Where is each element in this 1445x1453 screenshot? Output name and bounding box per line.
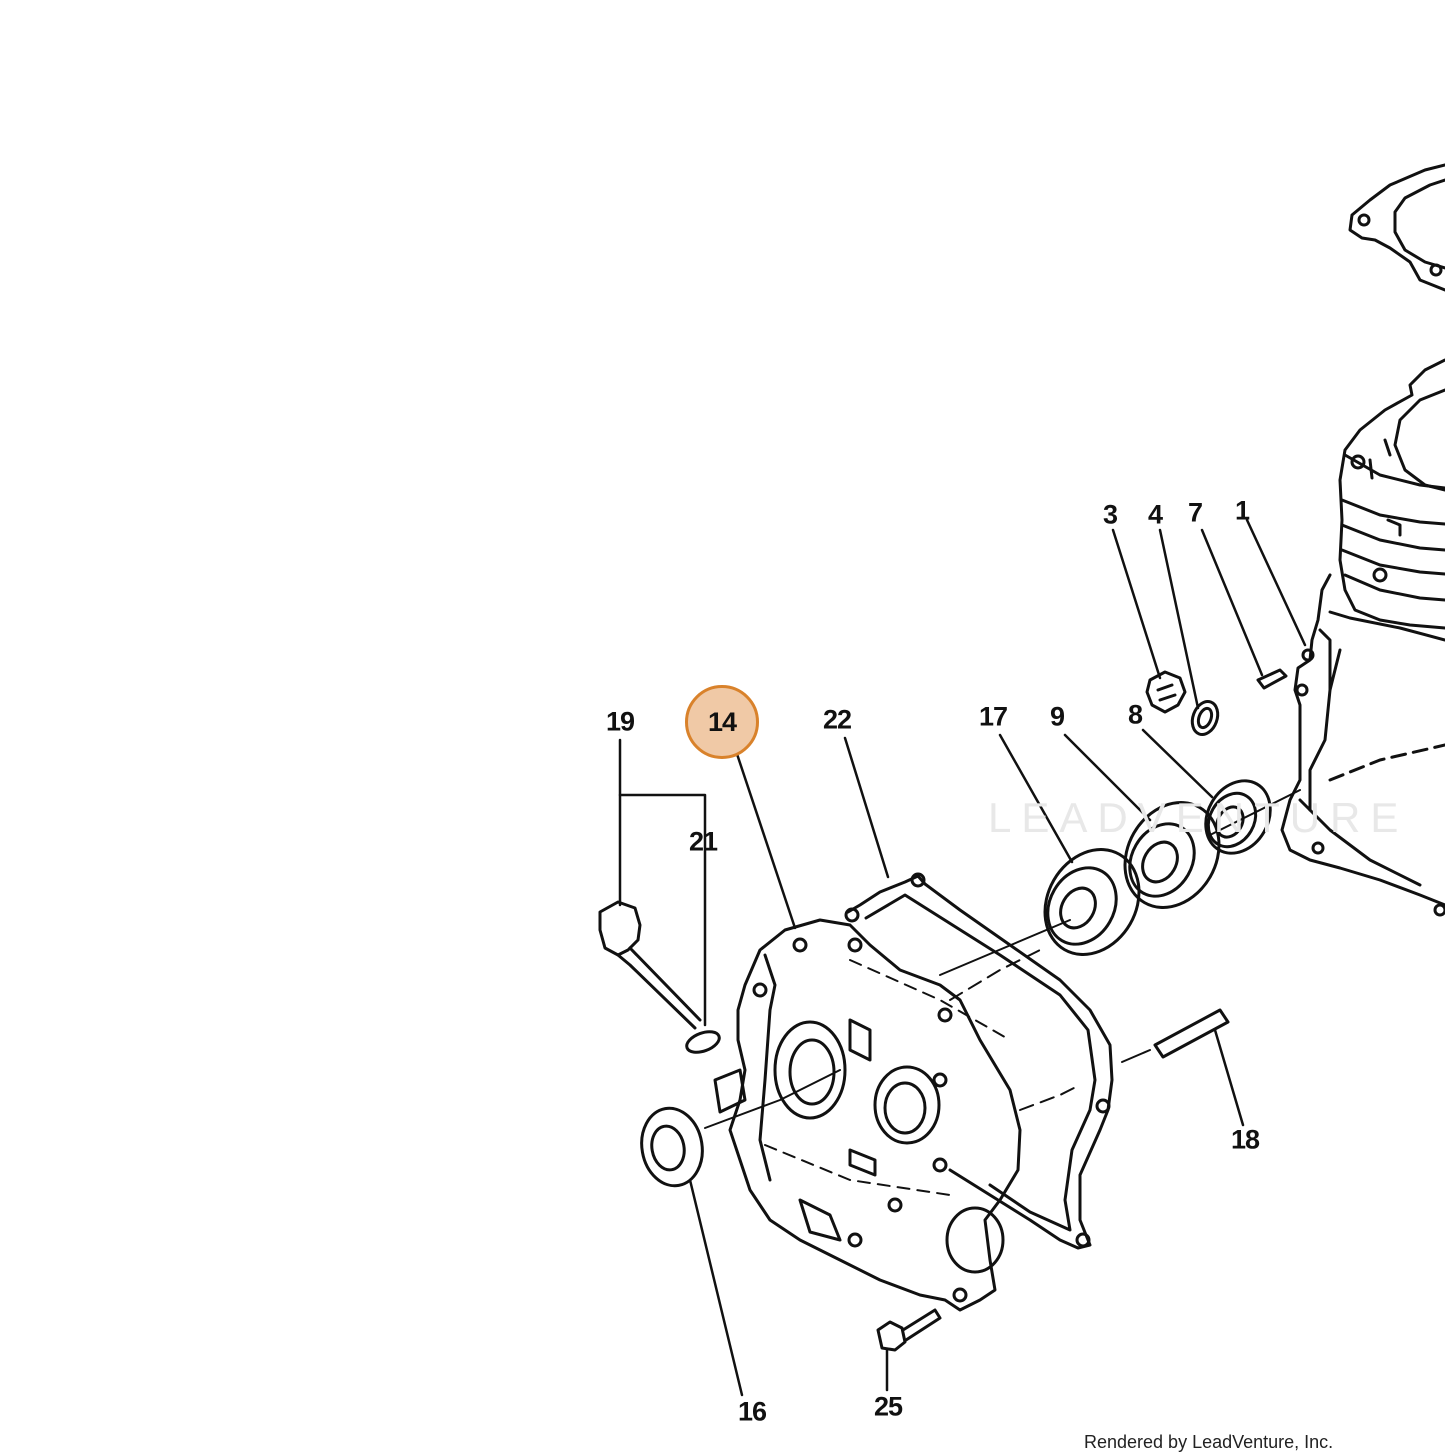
- callout-18[interactable]: 18: [1230, 1124, 1260, 1155]
- gasket-22: [844, 872, 1114, 1250]
- plug-washer: [1190, 700, 1220, 736]
- crankcase: [1280, 573, 1445, 917]
- callout-22[interactable]: 22: [822, 704, 852, 735]
- stud-18: [1121, 1008, 1230, 1063]
- callout-14-label: 14: [707, 706, 737, 737]
- callout-7[interactable]: 7: [1187, 497, 1203, 528]
- watermark: LEADVENTURE: [988, 794, 1409, 841]
- callout-14-highlighted[interactable]: 14: [685, 685, 759, 759]
- dipstick: [598, 900, 702, 1030]
- bearing-9: [1123, 801, 1221, 909]
- callout-9[interactable]: 9: [1049, 701, 1065, 732]
- callout-16[interactable]: 16: [737, 1396, 767, 1427]
- callout-21[interactable]: 21: [688, 826, 718, 857]
- dowel-pin: [1256, 668, 1288, 690]
- crankcase-cover: [713, 918, 1081, 1312]
- oil-seal-16: [640, 1069, 841, 1188]
- centerline: [939, 789, 1301, 976]
- leader-lines: [618, 518, 1307, 1397]
- callout-19[interactable]: 19: [605, 706, 635, 737]
- footer-credit: Rendered by LeadVenture, Inc.: [1084, 1432, 1334, 1452]
- bearing-17: [1043, 848, 1141, 956]
- callout-17[interactable]: 17: [978, 701, 1008, 732]
- callout-3[interactable]: 3: [1102, 499, 1118, 530]
- callout-1[interactable]: 1: [1234, 495, 1250, 526]
- cylinder-block: [1338, 358, 1445, 630]
- callout-8[interactable]: 8: [1127, 699, 1143, 730]
- bolt-25: [876, 1308, 942, 1352]
- callout-25[interactable]: 25: [873, 1391, 903, 1422]
- o-ring-21: [685, 1030, 721, 1054]
- drain-plug: [1145, 670, 1187, 714]
- callout-4[interactable]: 4: [1147, 499, 1163, 530]
- head-gasket: [1348, 163, 1445, 292]
